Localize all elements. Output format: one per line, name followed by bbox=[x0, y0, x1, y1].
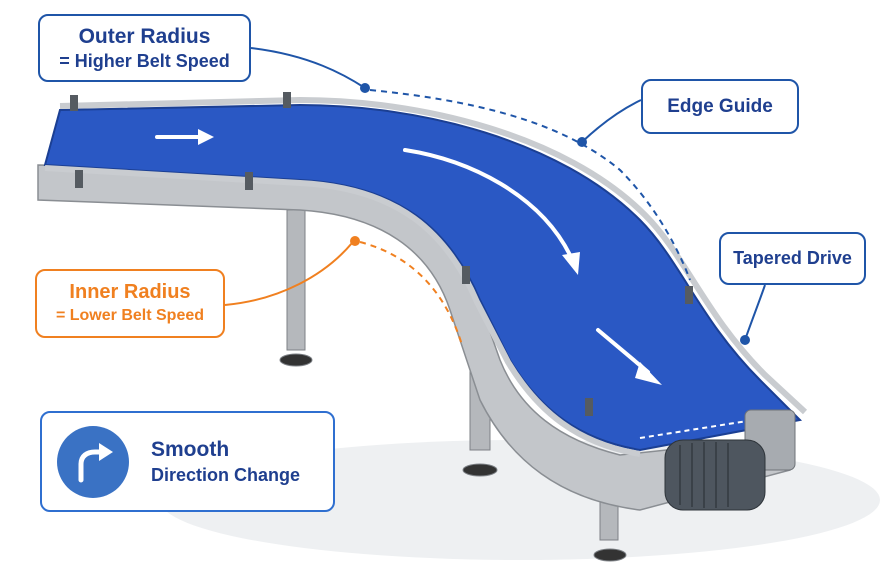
edge-guide-label: Edge Guide bbox=[667, 95, 773, 117]
inner-radius-subtitle: = Lower Belt Speed bbox=[55, 307, 205, 324]
tapered-drive-dot bbox=[740, 335, 750, 345]
edge-guide-connector bbox=[581, 99, 642, 143]
edge-guide-callout: Edge Guide bbox=[641, 79, 799, 134]
gear-motor bbox=[664, 409, 796, 511]
edge-guide-rail bbox=[59, 96, 808, 415]
smooth-subtitle: Direction Change bbox=[151, 465, 301, 485]
smooth-text: Smooth Direction Change bbox=[151, 436, 300, 487]
belt-end-dashes bbox=[639, 414, 786, 439]
belt-direction-arrows bbox=[155, 129, 662, 385]
inner-radius-dashed bbox=[359, 241, 463, 346]
guide-brackets bbox=[70, 92, 693, 416]
conveyor-belt bbox=[43, 103, 803, 452]
smooth-direction-callout: Smooth Direction Change bbox=[40, 411, 335, 512]
smooth-title: Smooth bbox=[151, 438, 230, 461]
outer-radius-callout: Outer Radius = Higher Belt Speed bbox=[38, 14, 251, 82]
outer-radius-subtitle: = Higher Belt Speed bbox=[59, 50, 230, 71]
tapered-drive-callout: Tapered Drive bbox=[719, 232, 866, 285]
edge-guide-dot bbox=[577, 137, 587, 147]
inner-radius-connector bbox=[224, 242, 353, 306]
outer-radius-title: Outer Radius bbox=[78, 24, 211, 48]
inner-radius-title: Inner Radius bbox=[69, 281, 191, 303]
tapered-drive-label: Tapered Drive bbox=[733, 248, 852, 268]
outer-radius-dashed bbox=[369, 89, 691, 281]
outer-radius-dot bbox=[360, 83, 370, 93]
tapered-drive-connector bbox=[744, 284, 766, 341]
curved-arrow-right-icon bbox=[57, 425, 129, 498]
inner-radius-dot bbox=[350, 236, 360, 246]
inner-radius-callout: Inner Radius = Lower Belt Speed bbox=[35, 269, 225, 338]
inner-guide-rail bbox=[44, 165, 641, 457]
outer-radius-connector bbox=[250, 47, 366, 89]
